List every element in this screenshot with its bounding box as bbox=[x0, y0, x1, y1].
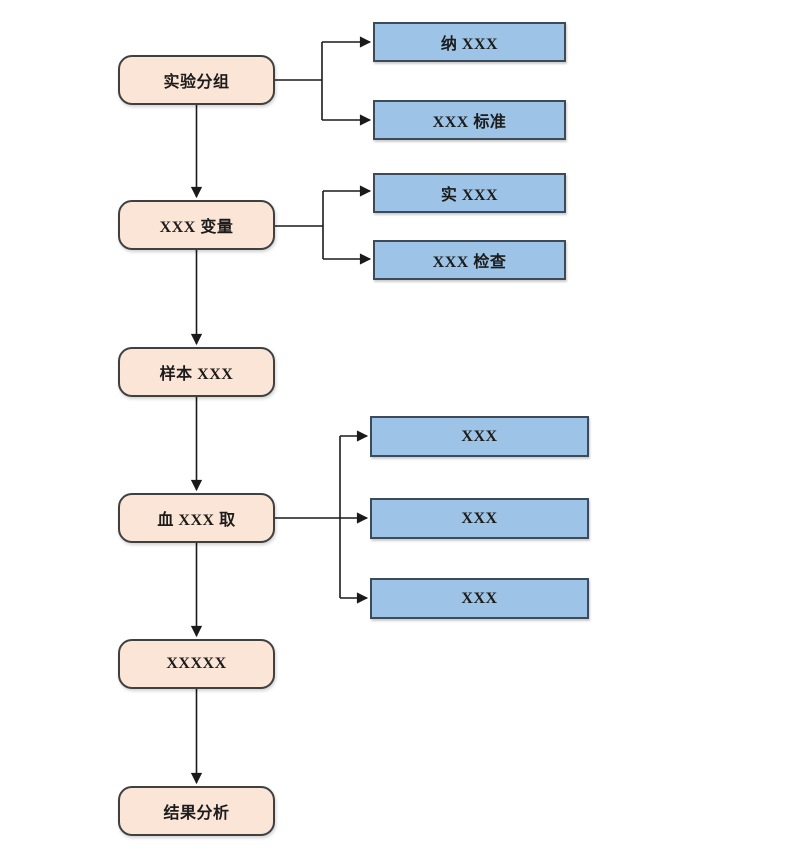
flow-node-label: 实验分组 bbox=[163, 74, 230, 91]
flow-node-xxxxx: XXXXX bbox=[118, 639, 275, 689]
branch-node-label: 纳 XXX bbox=[440, 36, 499, 53]
flow-node-label: 样本 XXX bbox=[159, 366, 234, 383]
flow-node-label: 结果分析 bbox=[163, 805, 230, 822]
branch-node-label: XXX bbox=[461, 427, 498, 445]
flow-node-label: XXX 变量 bbox=[159, 219, 234, 236]
branch-node-label: 实 XXX bbox=[440, 187, 499, 204]
flow-node-experiment-grouping: 实验分组 bbox=[118, 55, 275, 105]
branch-node-xxx-3: XXX bbox=[370, 578, 589, 619]
flow-node-sample-xxx: 样本 XXX bbox=[118, 347, 275, 397]
branch-node-inclusion-xxx: 纳 XXX bbox=[373, 22, 566, 62]
flow-node-blood-xxx-collection: 血 XXX 取 bbox=[118, 493, 275, 543]
flow-node-result-analysis: 结果分析 bbox=[118, 786, 275, 836]
branch-node-xxx-1: XXX bbox=[370, 416, 589, 457]
branch-node-label: XXX bbox=[461, 589, 498, 607]
flow-node-xxx-variable: XXX 变量 bbox=[118, 200, 275, 250]
branch-node-xxx-examination: XXX 检查 bbox=[373, 240, 566, 280]
branch-node-xxx-criteria: XXX 标准 bbox=[373, 100, 566, 140]
flow-node-label: XXXXX bbox=[166, 655, 227, 672]
branch-node-shi-xxx: 实 XXX bbox=[373, 173, 566, 213]
branch-node-xxx-2: XXX bbox=[370, 498, 589, 539]
branch-node-label: XXX 检查 bbox=[432, 254, 507, 271]
branch-node-label: XXX bbox=[461, 509, 498, 527]
flow-node-label: 血 XXX 取 bbox=[157, 512, 236, 529]
branch-node-label: XXX 标准 bbox=[432, 114, 507, 131]
